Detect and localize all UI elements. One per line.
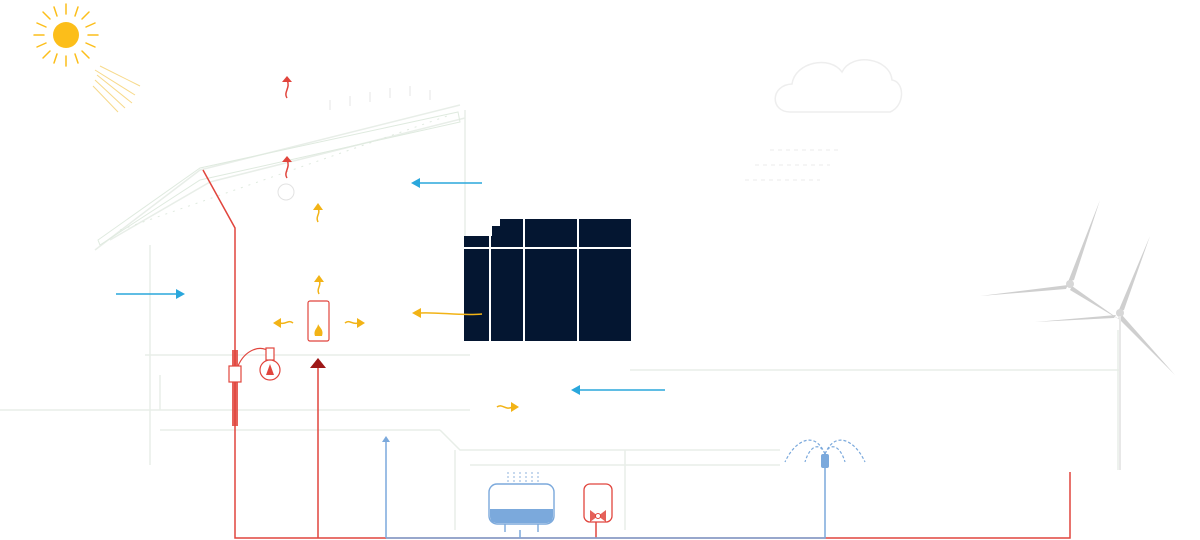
water-circuit xyxy=(385,440,826,539)
house-outline xyxy=(0,104,1120,530)
flame-icon xyxy=(307,300,330,342)
supply-riser-arrow xyxy=(310,358,326,368)
cool-air-arrow xyxy=(116,289,185,299)
heat-loss-arrows xyxy=(282,76,292,179)
light-bulb-icon xyxy=(228,347,281,426)
water-riser-arrow xyxy=(382,436,390,442)
fountain-icon xyxy=(784,439,866,468)
cool-air-arrows xyxy=(116,178,665,395)
heat-arrow xyxy=(412,308,483,318)
heat-arrows xyxy=(273,203,519,412)
cool-air-arrow xyxy=(411,178,482,188)
cloud-icon xyxy=(745,59,903,181)
heat-arrow xyxy=(496,402,519,412)
warm-circuit xyxy=(202,169,1071,539)
solar-panel-icon xyxy=(97,86,461,246)
water-tank-icon xyxy=(488,472,555,532)
heat-arrow xyxy=(313,203,323,223)
attic-vent xyxy=(277,183,295,201)
heat-arrow xyxy=(344,318,365,328)
wind-turbine-icon xyxy=(980,200,1175,470)
window-icon xyxy=(464,219,631,341)
boiler-icon xyxy=(583,483,613,523)
heat-loss-arrow xyxy=(282,156,292,179)
cool-air-arrow xyxy=(571,385,665,395)
heat-arrow xyxy=(273,318,294,328)
sun-icon xyxy=(33,3,141,113)
heat-arrow xyxy=(314,275,324,295)
heat-loss-arrow xyxy=(282,76,292,99)
